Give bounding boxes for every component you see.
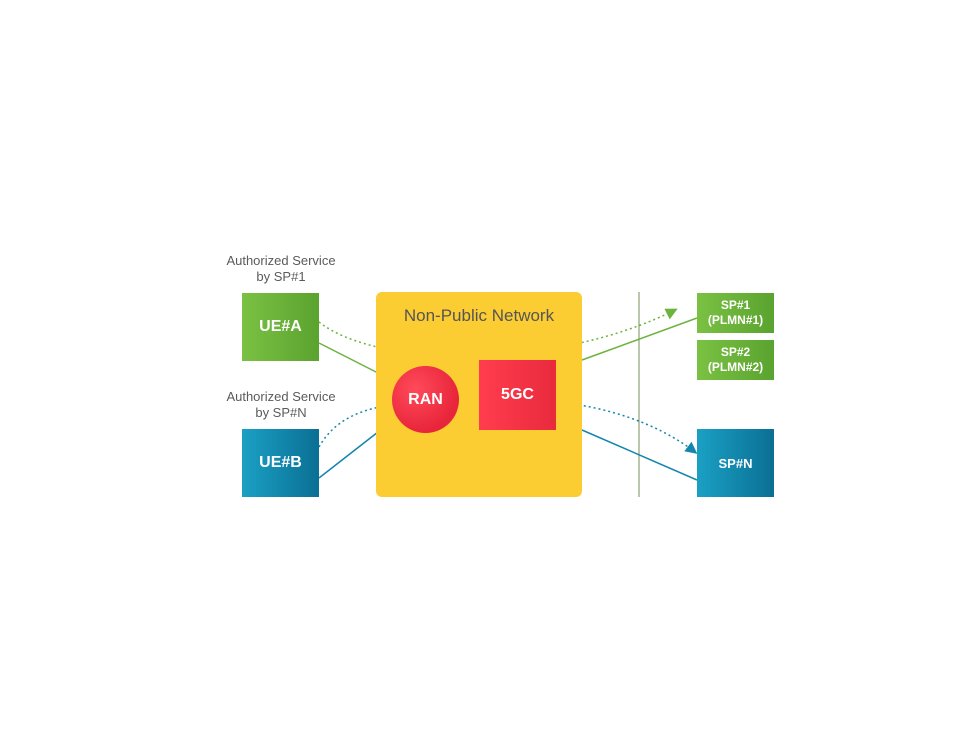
caption-line: by SP#1: [256, 269, 306, 284]
sp1-plmn-label: (PLMN#1): [707, 313, 764, 327]
spn-box: SP#N: [697, 429, 774, 497]
non-public-network-title: Non-Public Network: [403, 306, 555, 325]
core-spn-link: [581, 429, 698, 481]
ue-b-box: UE#B: [242, 429, 319, 497]
core-5gc-node: 5GC: [479, 360, 556, 430]
caption-line: Authorized Service: [226, 389, 336, 404]
ue-a-link: [318, 342, 379, 374]
ue-b-link: [318, 431, 379, 479]
sp2-label: SP#2: [720, 345, 751, 359]
ue-a-service-path: [318, 308, 678, 357]
ue-b-authorized-caption: Authorized Service by SP#N: [211, 389, 351, 421]
core-sp1-link: [581, 317, 698, 361]
caption-line: by SP#N: [255, 405, 307, 420]
sp2-plmn-label: (PLMN#2): [707, 360, 764, 374]
caption-line: Authorized Service: [226, 253, 336, 268]
sp1-label: SP#1: [720, 298, 751, 312]
ue-b-service-path: [318, 398, 698, 454]
sp2-box: SP#2 (PLMN#2): [697, 340, 774, 380]
sp1-box: SP#1 (PLMN#1): [697, 293, 774, 333]
ran-node: RAN: [392, 366, 459, 433]
ue-a-box: UE#A: [242, 293, 319, 361]
ue-a-authorized-caption: Authorized Service by SP#1: [211, 253, 351, 285]
